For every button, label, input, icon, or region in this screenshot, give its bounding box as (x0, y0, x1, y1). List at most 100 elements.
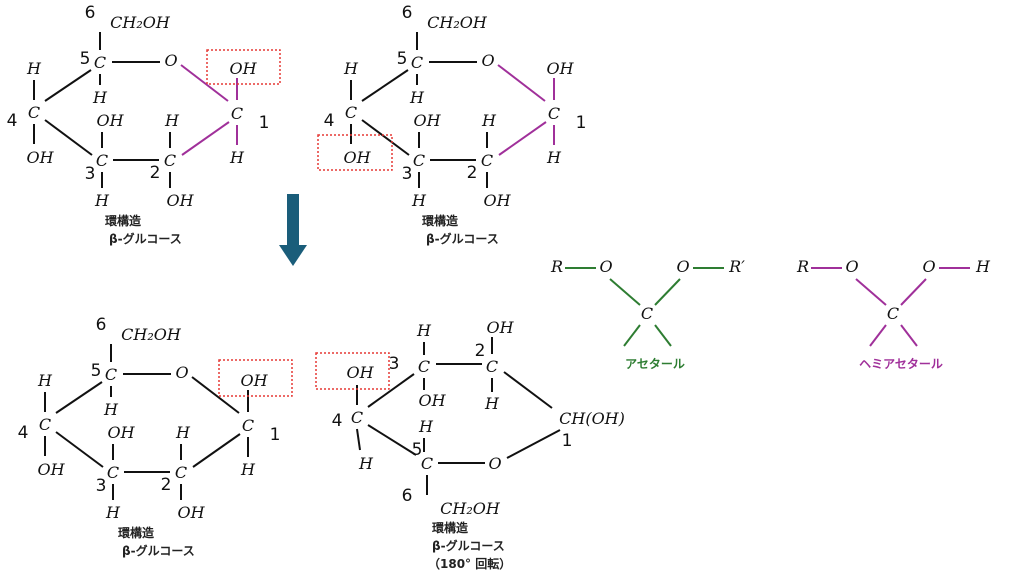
atom-c6: CH₂OH (121, 325, 182, 344)
atom-c5: C (411, 53, 423, 72)
atom-h2: H (481, 111, 497, 130)
bond-line (367, 424, 417, 456)
atom-c6: CH₂OH (110, 13, 171, 32)
atom-n3: 3 (96, 476, 107, 496)
atom-n1: 1 (576, 113, 587, 133)
atom-oh2: OH (166, 191, 194, 210)
atom-h5: H (103, 400, 119, 419)
atom-c3: C (418, 357, 430, 376)
atom-h4: H (26, 59, 42, 78)
atom-oh4: OH (346, 363, 374, 382)
bond-line (855, 278, 887, 306)
caption-line: 環構造 (105, 213, 142, 228)
atom-c1: CH(OH) (559, 409, 625, 428)
atom-h3: H (105, 503, 121, 522)
bond-line (361, 119, 410, 156)
atom-n2: 2 (475, 341, 486, 361)
atom-n5: 5 (80, 49, 91, 69)
bond-line (367, 373, 415, 408)
atom-h1: H (240, 460, 256, 479)
atom-n3: 3 (389, 354, 400, 374)
atom-c6: CH₂OH (427, 13, 488, 32)
atom-r2: R′ (728, 257, 745, 276)
bond-line (180, 64, 229, 102)
atom-c4: C (345, 103, 357, 122)
atom-c2: C (481, 151, 493, 170)
atom-o: O (164, 51, 177, 70)
atom-c3: C (107, 463, 119, 482)
atom-n5: 5 (412, 440, 423, 460)
bond-line (654, 278, 681, 306)
bond-line (192, 433, 241, 468)
atom-c: C (641, 304, 653, 323)
caption-line: （180° 回転） (428, 556, 511, 571)
atom-n5: 5 (91, 361, 102, 381)
atom-c3: C (413, 151, 425, 170)
bond-line (44, 119, 93, 156)
caption-line: β-グルコース (109, 231, 182, 246)
bond-line (900, 324, 918, 347)
atom-oh4: OH (343, 148, 371, 167)
atom-n4: 4 (324, 111, 335, 131)
atom-n5: 5 (397, 49, 408, 69)
atom-c2: C (175, 463, 187, 482)
atom-r: R (550, 257, 563, 276)
atom-n4: 4 (332, 411, 343, 431)
atom-h5: H (92, 88, 108, 107)
atom-h4: H (358, 454, 374, 473)
atom-o: O (481, 51, 494, 70)
atom-r: R (796, 257, 809, 276)
atom-oh1: OH (546, 59, 574, 78)
highlight-box (315, 352, 390, 390)
atom-c5: C (421, 454, 433, 473)
highlight-box (206, 49, 281, 85)
atom-n6: 6 (402, 3, 413, 23)
caption-line: 環構造 (432, 520, 469, 535)
atom-h4: H (343, 59, 359, 78)
atom-c1: C (548, 104, 560, 123)
atom-c6: CH₂OH (440, 499, 501, 518)
atom-h1: H (229, 148, 245, 167)
caption-line: β-グルコース (122, 543, 195, 558)
atom-oh4: OH (26, 148, 54, 167)
atom-oh3: OH (96, 111, 124, 130)
acetal-label: アセタール (625, 357, 685, 371)
bond-line (654, 324, 672, 347)
atom-oh4: OH (37, 460, 65, 479)
atom-o2: O (676, 257, 689, 276)
atom-o: O (488, 454, 501, 473)
bond-line (497, 64, 546, 102)
bond-line (356, 428, 361, 451)
atom-c4: C (39, 415, 51, 434)
bond-line (55, 431, 104, 468)
atom-n3: 3 (85, 164, 96, 184)
atom-oh3: OH (418, 391, 446, 410)
atom-c5: C (105, 365, 117, 384)
atom-n2: 2 (161, 475, 172, 495)
highlight-box (218, 359, 293, 397)
atom-oh3: OH (107, 423, 135, 442)
atom-n6: 6 (85, 3, 96, 23)
atom-h2: H (484, 394, 500, 413)
bond-line (506, 429, 561, 459)
atom-h4: H (37, 371, 53, 390)
atom-h5: H (409, 88, 425, 107)
atom-n3: 3 (402, 164, 413, 184)
bond-line (191, 376, 240, 414)
caption-line: β-グルコース (432, 538, 505, 553)
atom-c2: C (164, 151, 176, 170)
caption-line: 環構造 (118, 525, 155, 540)
atom-c3: C (96, 151, 108, 170)
atom-c4: C (351, 408, 363, 427)
atom-n1: 1 (270, 425, 281, 445)
atom-o2: O (922, 257, 935, 276)
atom-h1: H (546, 148, 562, 167)
atom-oh3: OH (413, 111, 441, 130)
atom-c2: C (486, 357, 498, 376)
bond-line (361, 69, 409, 102)
down-arrow-icon (279, 194, 307, 266)
